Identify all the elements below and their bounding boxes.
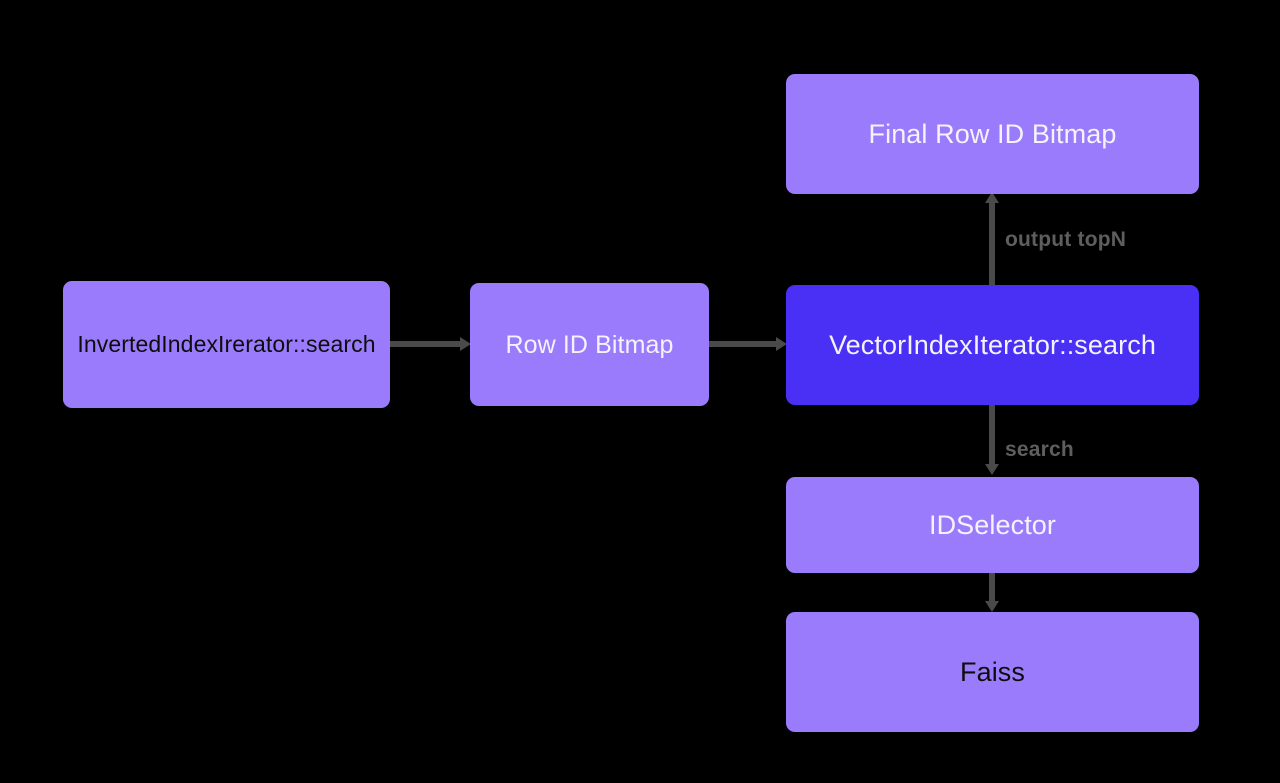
edge-vector-to-idselect-arrowhead — [985, 464, 999, 475]
node-label: VectorIndexIterator::search — [829, 329, 1156, 360]
edge-vector-to-idselect — [989, 405, 995, 467]
edge-label-search: search — [1005, 438, 1074, 461]
node-label: Row ID Bitmap — [505, 330, 674, 359]
edge-inverted-to-rowid-arrowhead — [460, 337, 471, 351]
node-inverted-index-iterator-search[interactable]: InvertedIndexIrerator::search — [63, 281, 390, 408]
node-label: Final Row ID Bitmap — [868, 118, 1117, 149]
node-final-row-id-bitmap[interactable]: Final Row ID Bitmap — [786, 74, 1199, 194]
edge-idselect-to-faiss-arrowhead — [985, 601, 999, 612]
edge-vector-to-final — [989, 200, 995, 288]
edge-label-output-topn: output topN — [1005, 228, 1127, 251]
edge-idselect-to-faiss — [989, 573, 995, 605]
node-row-id-bitmap[interactable]: Row ID Bitmap — [470, 283, 709, 406]
edge-rowid-to-vector-arrowhead — [776, 337, 787, 351]
node-label: IDSelector — [928, 509, 1057, 540]
edge-vector-to-final-arrowhead — [985, 192, 999, 203]
node-id-selector[interactable]: IDSelector — [786, 477, 1199, 573]
node-vector-index-iterator-search[interactable]: VectorIndexIterator::search — [786, 285, 1199, 405]
node-label: InvertedIndexIrerator::search — [77, 330, 376, 357]
edge-rowid-to-vector — [709, 341, 778, 347]
node-label: Faiss — [959, 656, 1025, 687]
edge-inverted-to-rowid — [390, 341, 462, 347]
node-faiss[interactable]: Faiss — [786, 612, 1199, 732]
